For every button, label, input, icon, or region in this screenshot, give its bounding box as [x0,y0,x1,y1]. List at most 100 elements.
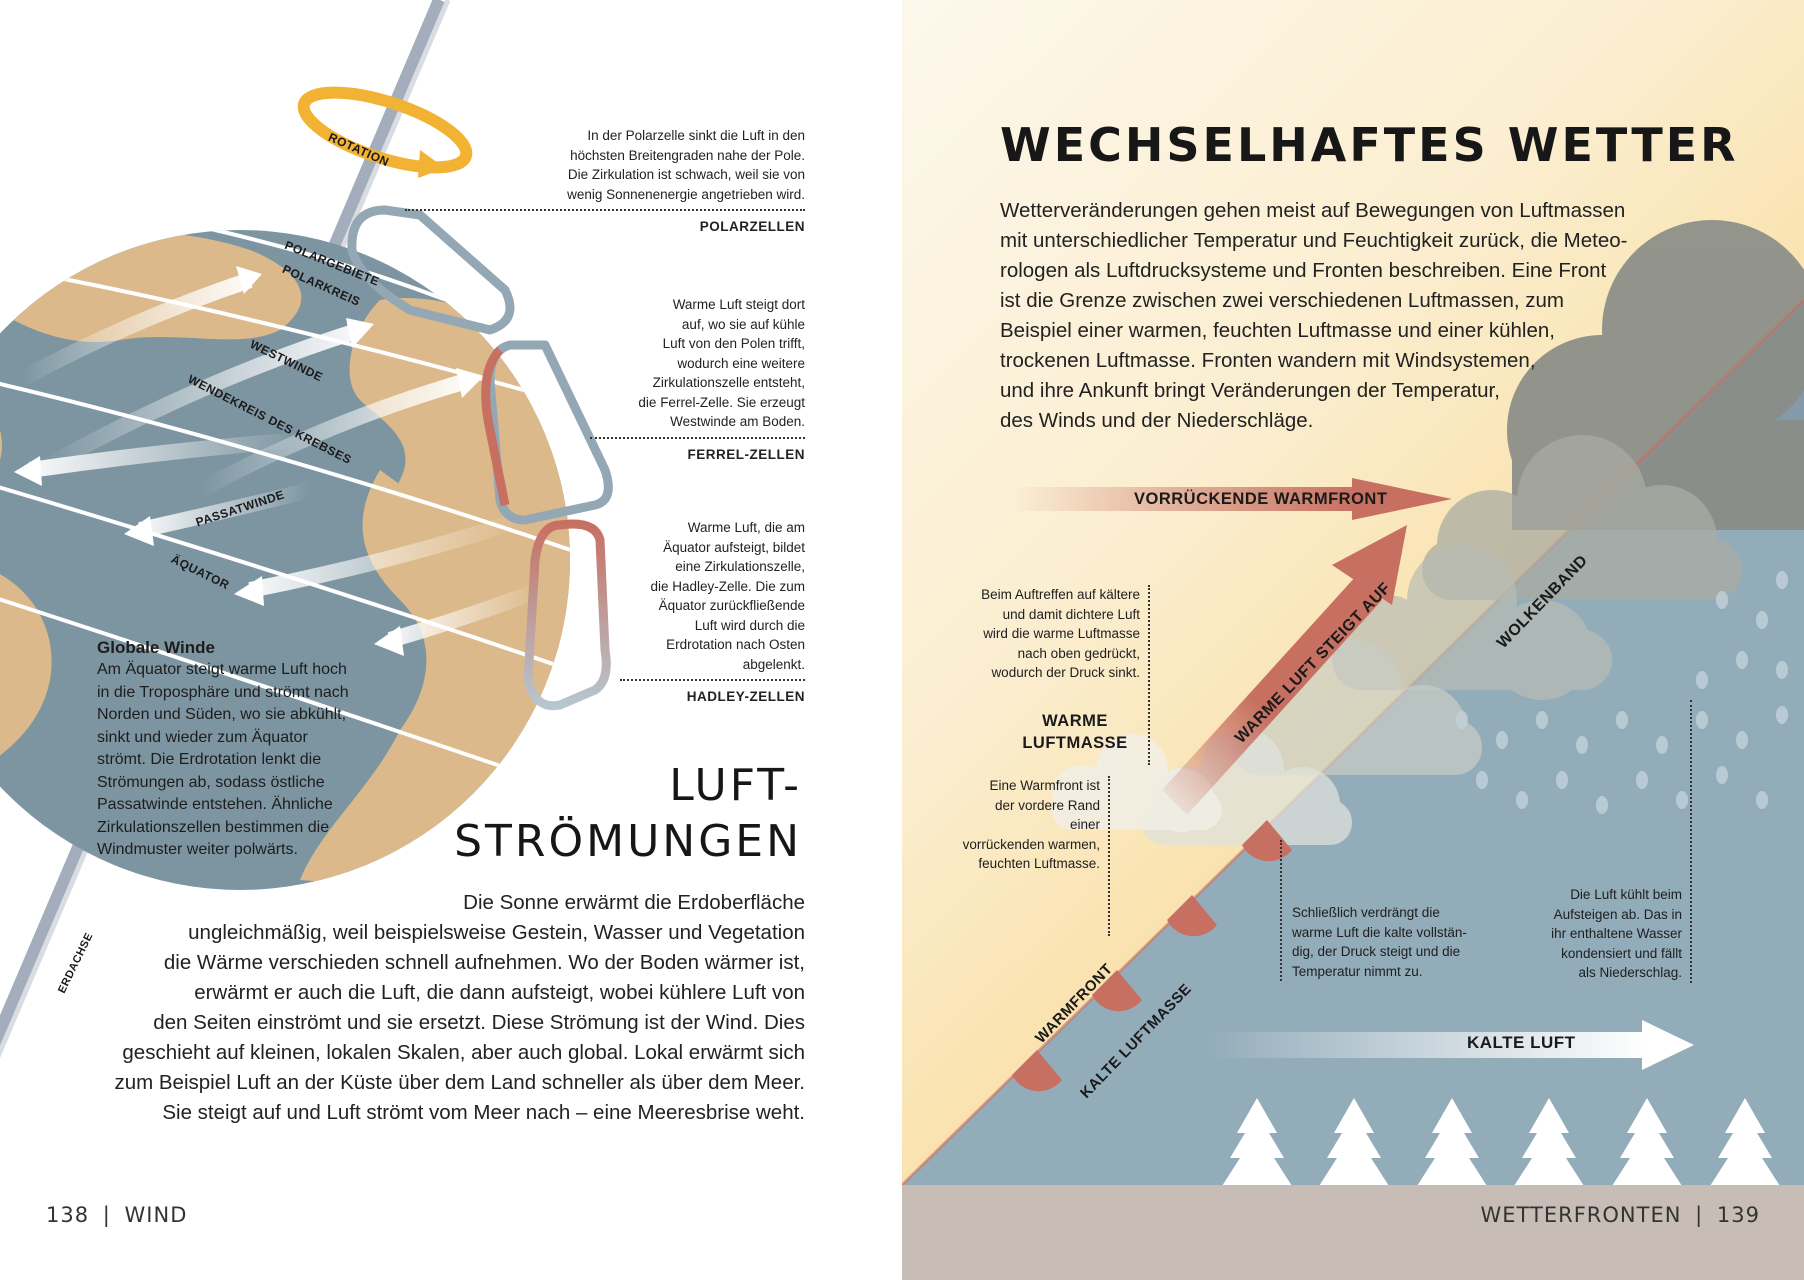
note-line: nach oben gedrückt, [1017,645,1140,661]
warmfront-diagram [902,220,1804,1280]
body-line: Wetterveränderungen gehen meist auf Bewe… [1000,199,1626,222]
body-line: den Seiten einströmt und sie ersetzt. Di… [153,1011,805,1034]
body-line: die Wärme verschieden schnell aufnehmen.… [163,951,805,974]
text-line: Strömungen ab, sodass östliche [97,773,325,791]
title-line: LUFT- [669,760,802,811]
text-line: Windmuster weiter polwärts. [97,841,298,858]
callout-line: Warme Luft, die am [687,520,805,535]
note-line: ihr enthaltene Wasser [1551,926,1682,941]
callout-hadley-zellen: Warme Luft, die am Äquator aufsteigt, bi… [620,518,805,707]
vorrueckende-warmfront-arrow [1012,478,1452,520]
note-line: wodurch der Druck sinkt. [991,665,1140,680]
callout-line: Die Zirkulation ist schwach, weil sie vo… [567,167,805,182]
callout-line: wenig Sonnenenergie angetrieben wird. [567,186,805,202]
callout-line: Luft wird durch die [694,617,805,633]
body-line: Beispiel einer warmen, feuchten Luftmass… [1000,319,1555,342]
footer-right: WETTERFRONTEN | 139 [1481,1203,1760,1227]
note-line: Temperatur nimmt zu. [1292,963,1423,979]
note-line: Beim Auftreffen auf kältere [981,587,1140,602]
callout-line: höchsten Breitengraden nahe der Pole. [570,147,805,163]
page-title-wechselhaftes-wetter: WECHSELHAFTES WETTER [1000,118,1739,172]
note-verdraengt: Schließlich verdrängt die warme Luft die… [1280,840,1480,981]
callout-line: Äquator zurückfließende [658,598,805,613]
body-line: des Winds und der Niederschläge. [1000,409,1314,432]
body-text-right: Wetterveränderungen gehen meist auf Bewe… [1000,196,1700,436]
note-line: vorrückenden warmen, [962,836,1100,852]
vorrueckende-warmfront-label: VORRÜCKENDE WARMFRONT [1134,490,1388,508]
note-line: feuchten Luftmasse. [978,856,1100,871]
ground [902,1185,1804,1280]
dotted-divider [620,679,805,681]
callout-line: Westwinde am Boden. [670,414,805,429]
section-name: WETTERFRONTEN [1480,1203,1682,1227]
footer-left: 138 | WIND [46,1203,187,1227]
footer-separator: | [102,1203,111,1227]
globale-winde-box: Globale Winde Am Äquator steigt warme Lu… [97,637,397,862]
ferrel-zellen-label: FERREL-ZELLEN [687,446,805,462]
text-line: Passatwinde entstehen. Ähnliche [97,796,333,813]
dotted-divider [405,209,805,211]
circulation-cells [347,205,613,711]
polarzellen-label: POLARZELLEN [699,219,805,234]
note-line: wird die warme Luftmasse [983,626,1140,641]
body-line: mit unterschiedlicher Temperatur und Feu… [1000,229,1628,252]
note-line: warme Luft die kalte vollstän- [1292,924,1467,940]
body-line: Sie steigt auf und Luft strömt vom Meer … [162,1101,805,1124]
right-page: WECHSELHAFTES WETTER Wetterveränderungen… [902,0,1804,1280]
note-warmfront-definition: Eine Warmfront ist der vordere Rand eine… [962,776,1110,936]
warme-luft-steigt-auf-arrow [1162,525,1407,815]
body-line: geschieht auf kleinen, lokalen Skalen, a… [122,1041,805,1064]
note-line: dig, der Druck steigt und die [1292,944,1461,959]
note-line: Aufsteigen ab. Das in [1553,906,1682,922]
callout-line: Erdrotation nach Osten [666,637,805,652]
text-line: sinkt und wieder zum Äquator [97,728,308,746]
globe-illustration [0,0,613,1059]
note-kuehlt-ab: Die Luft kühlt beim Aufsteigen ab. Das i… [1522,700,1692,983]
globe [0,230,570,890]
callout-line: Zirkulationszelle entsteht, [652,375,805,390]
dotted-divider [590,436,805,439]
section-name: WIND [124,1203,188,1227]
body-line: Die Sonne erwärmt die Erdoberfläche [463,891,805,914]
callout-line: die Ferrel-Zelle. Sie erzeugt [638,394,805,410]
body-line: trockenen Luftmasse. Fronten wandern mit… [1000,349,1536,372]
callout-line: In der Polarzelle sinkt die Luft in den [587,128,805,143]
page-number: 138 [46,1203,90,1227]
body-line: ist die Grenze zwischen zwei verschieden… [1000,289,1565,312]
note-line: der vordere Rand einer [994,797,1100,833]
body-line: rologen als Luftdrucksysteme und Fronten… [1000,259,1607,282]
callout-line: auf, wo sie auf kühle [681,316,805,332]
hadley-zellen-label: HADLEY-ZELLEN [686,689,805,704]
left-page: ROTATION POLARGEBIETE POLARKREIS WESTWIN… [0,0,805,1227]
callout-line: abgelenkt. [742,656,805,672]
text-line: Zirkulationszellen bestimmen die [97,818,330,836]
globale-winde-heading: Globale Winde [97,638,215,657]
label-line: LUFTMASSE [1022,734,1128,752]
callout-line: eine Zirkulationszelle, [675,559,805,574]
kalte-luft-label: KALTE LUFT [1467,1033,1576,1052]
note-line: kondensiert und fällt [1561,945,1682,961]
callout-line: Warme Luft steigt dort [672,297,805,312]
page-title-luftstroemungen: LUFT- STRÖMUNGEN [454,758,802,870]
title-line: STRÖMUNGEN [454,816,802,867]
text-line: strömt. Die Erdrotation lenkt die [97,751,322,768]
body-line: ungleichmäßig, weil beispielsweise Geste… [188,921,805,944]
callout-line: Luft von den Polen trifft, [662,336,805,351]
body-line: zum Beispiel Luft an der Küste über dem … [114,1071,805,1094]
body-line: und ihre Ankunft bringt Veränderungen de… [1000,379,1500,402]
callout-ferrel-zellen: Warme Luft steigt dort auf, wo sie auf k… [590,295,805,464]
body-text-left: Die Sonne erwärmt die Erdoberfläche ungl… [40,888,805,1128]
warme-luftmasse-label: WARME LUFTMASSE [1010,710,1140,754]
label-line: WARME [1042,712,1108,730]
callout-line: wodurch eine weitere [677,355,805,371]
note-line: Schließlich verdrängt die [1292,905,1440,920]
text-line: in die Troposphäre und strömt nach [97,683,349,701]
rotation-ring [297,86,473,178]
note-auftreffen: Beim Auftreffen auf kältere und damit di… [980,585,1150,765]
note-line: Eine Warmfront ist [989,778,1100,793]
callout-line: Äquator aufsteigt, bildet [663,539,805,555]
body-line: erwärmt er auch die Luft, die dann aufst… [194,981,805,1004]
rain-drops [1456,571,1788,814]
note-line: Die Luft kühlt beim [1570,887,1682,902]
callout-line: die Hadley-Zelle. Die zum [650,578,805,594]
